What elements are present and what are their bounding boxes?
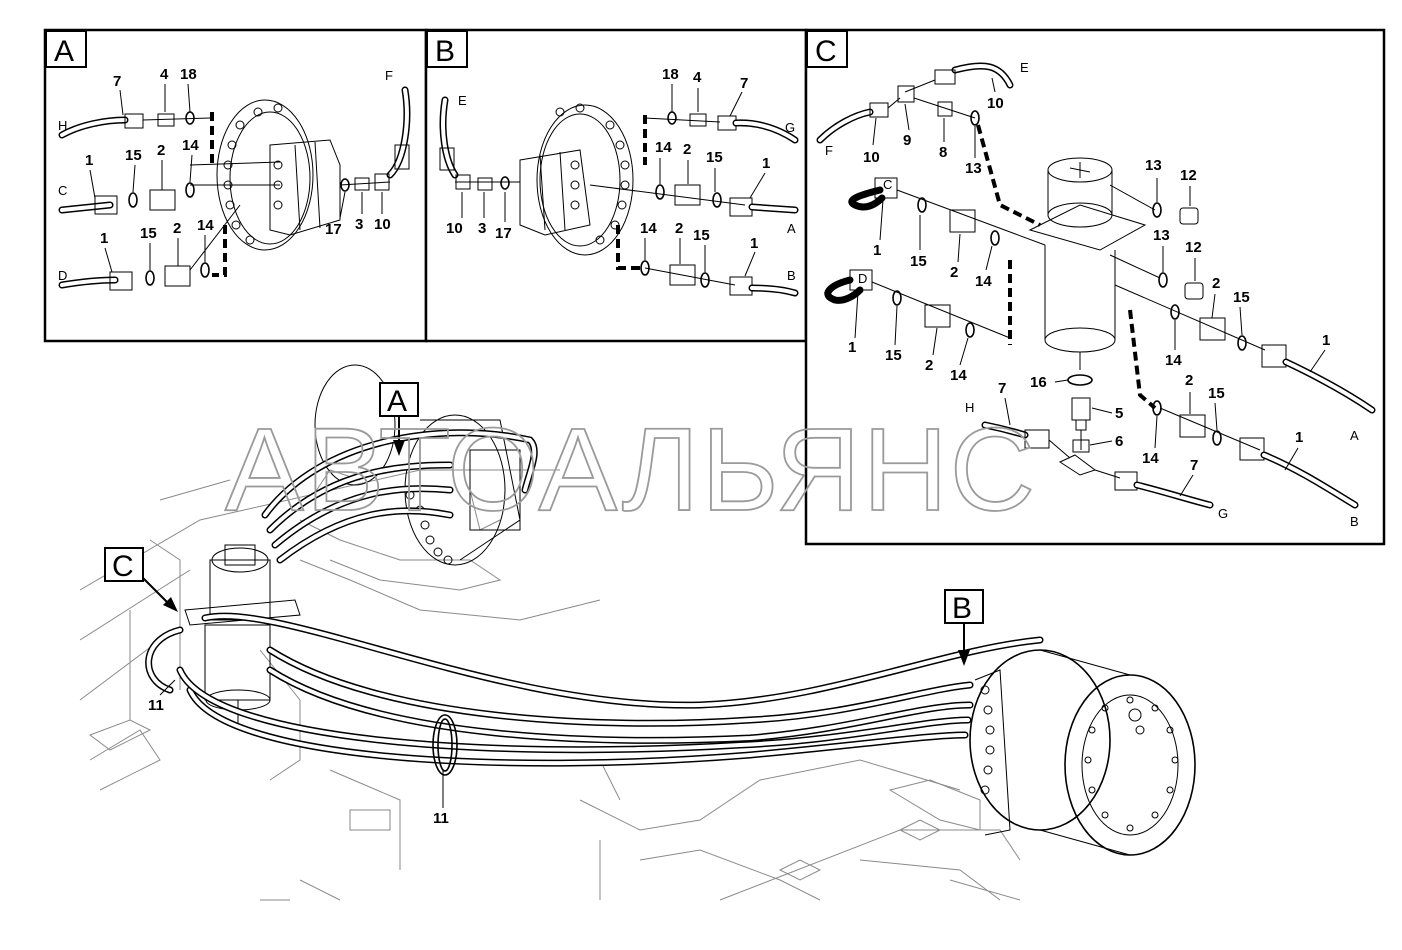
callout-a: A xyxy=(379,382,419,456)
svg-text:10: 10 xyxy=(863,149,880,166)
svg-text:1: 1 xyxy=(873,242,881,259)
svg-text:13: 13 xyxy=(1145,157,1162,174)
svg-text:C: C xyxy=(58,183,67,198)
svg-text:3: 3 xyxy=(478,220,486,237)
svg-text:10: 10 xyxy=(446,220,463,237)
svg-text:6: 6 xyxy=(1115,433,1123,450)
svg-text:14: 14 xyxy=(975,273,992,290)
watermark: АВТОАЛЬЯНС xyxy=(225,404,1037,536)
svg-text:2: 2 xyxy=(157,142,165,159)
svg-text:14: 14 xyxy=(197,217,214,234)
svg-text:B: B xyxy=(952,592,972,625)
svg-text:E: E xyxy=(458,93,467,108)
svg-text:1: 1 xyxy=(1322,332,1330,349)
motor-b-teeth xyxy=(555,103,630,245)
svg-text:A: A xyxy=(1350,428,1359,443)
svg-text:15: 15 xyxy=(706,149,723,166)
svg-text:18: 18 xyxy=(180,66,197,83)
svg-text:15: 15 xyxy=(910,253,927,270)
svg-text:2: 2 xyxy=(683,141,691,158)
svg-text:15: 15 xyxy=(1233,289,1250,306)
svg-text:1: 1 xyxy=(85,152,93,169)
label-11-bottom: 11 xyxy=(433,810,449,827)
svg-text:7: 7 xyxy=(113,73,121,90)
svg-text:1: 1 xyxy=(1295,429,1303,446)
svg-text:5: 5 xyxy=(1115,405,1123,422)
svg-text:15: 15 xyxy=(885,347,902,364)
svg-text:12: 12 xyxy=(1185,239,1202,256)
svg-text:8: 8 xyxy=(939,144,947,161)
svg-text:C: C xyxy=(883,177,892,192)
svg-text:2: 2 xyxy=(1212,275,1220,292)
panel-c-letter: C xyxy=(815,35,837,68)
panel-a-letter: A xyxy=(54,35,74,68)
svg-text:H: H xyxy=(965,400,974,415)
panel-b-letter: B xyxy=(435,35,455,68)
svg-text:10: 10 xyxy=(374,216,391,233)
panel-a: A 7 4 18 H 1 15 2 14 C xyxy=(43,28,428,343)
svg-text:1: 1 xyxy=(750,235,758,252)
svg-text:D: D xyxy=(58,268,67,283)
svg-text:14: 14 xyxy=(1142,450,1159,467)
svg-text:15: 15 xyxy=(140,225,157,242)
svg-text:12: 12 xyxy=(1180,167,1197,184)
main-hoses xyxy=(145,429,1044,767)
hub-b-teeth xyxy=(980,685,995,795)
svg-text:A: A xyxy=(787,221,796,236)
svg-text:15: 15 xyxy=(125,147,142,164)
svg-text:13: 13 xyxy=(965,160,982,177)
svg-text:15: 15 xyxy=(1208,385,1225,402)
svg-text:14: 14 xyxy=(655,139,672,156)
svg-text:2: 2 xyxy=(950,264,958,281)
svg-text:4: 4 xyxy=(693,69,702,86)
svg-text:C: C xyxy=(112,550,134,583)
svg-text:2: 2 xyxy=(925,357,933,374)
callout-c: C xyxy=(104,547,178,612)
svg-text:F: F xyxy=(385,68,393,83)
svg-text:10: 10 xyxy=(987,95,1004,112)
svg-text:14: 14 xyxy=(640,220,657,237)
svg-text:1: 1 xyxy=(762,155,770,172)
svg-text:13: 13 xyxy=(1153,227,1170,244)
svg-text:B: B xyxy=(787,268,796,283)
svg-text:17: 17 xyxy=(325,221,342,238)
svg-text:2: 2 xyxy=(1185,372,1193,389)
svg-text:A: A xyxy=(387,385,407,418)
panel-b: B 18 4 7 G E 10 3 17 xyxy=(424,28,808,343)
svg-text:1: 1 xyxy=(848,339,856,356)
svg-text:7: 7 xyxy=(740,75,748,92)
svg-text:9: 9 xyxy=(903,132,911,149)
svg-text:18: 18 xyxy=(662,66,679,83)
svg-text:3: 3 xyxy=(355,216,363,233)
svg-text:2: 2 xyxy=(675,220,683,237)
svg-text:14: 14 xyxy=(182,137,199,154)
svg-text:G: G xyxy=(1218,506,1228,521)
svg-text:7: 7 xyxy=(998,380,1006,397)
svg-text:17: 17 xyxy=(495,225,512,242)
hub-b-bolts xyxy=(1084,696,1179,832)
svg-text:2: 2 xyxy=(173,220,181,237)
svg-text:D: D xyxy=(858,271,867,286)
svg-text:E: E xyxy=(1020,60,1029,75)
panel-c: C E 10 F 10 9 8 13 13 xyxy=(804,28,1386,546)
svg-text:7: 7 xyxy=(1190,457,1198,474)
svg-text:15: 15 xyxy=(693,227,710,244)
svg-text:B: B xyxy=(1350,514,1359,529)
main-assembly: 11 11 xyxy=(79,364,1196,901)
callout-b: B xyxy=(944,589,984,666)
svg-text:4: 4 xyxy=(160,66,169,83)
svg-text:1: 1 xyxy=(100,230,108,247)
label-11-left: 11 xyxy=(148,697,164,714)
svg-text:F: F xyxy=(825,143,833,158)
svg-text:16: 16 xyxy=(1030,374,1047,391)
svg-text:H: H xyxy=(58,118,67,133)
svg-text:14: 14 xyxy=(1165,352,1182,369)
svg-text:14: 14 xyxy=(950,367,967,384)
svg-text:G: G xyxy=(785,120,795,135)
